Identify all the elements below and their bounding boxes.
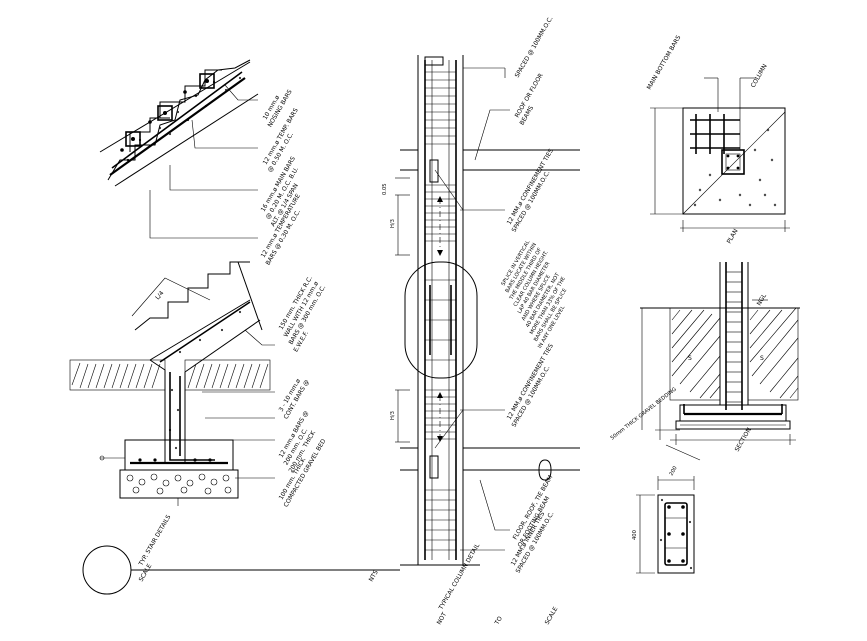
gravel-bedding-label: 50mm THICK GRAVEL BEDDING bbox=[610, 386, 678, 441]
main-bottom-bars-label: MAIN BOTTOM BARS bbox=[646, 34, 683, 91]
ties-top-label-1: 12 MM.ø CONFINEMENT TIES bbox=[506, 148, 555, 226]
stair-footing-detail: L/4 bbox=[69, 261, 336, 508]
span-mark-l4: L/4 bbox=[154, 290, 165, 302]
dim-width-200: 200 bbox=[669, 465, 679, 477]
column-section: 200 400 bbox=[632, 465, 695, 574]
column-spacing-top-label: SPACED @ 100MM.O.C. bbox=[514, 15, 555, 79]
column-not-text: NOT bbox=[436, 611, 449, 626]
column-third-top: H/3 bbox=[390, 219, 396, 228]
section-mark-right: S bbox=[760, 355, 764, 362]
stair-nts: NTS bbox=[368, 569, 380, 583]
column-to-text: TO bbox=[493, 615, 504, 627]
svg-text:12 MM.ø CONFINEMENT TIES: 12 MM.ø CONFINEMENT TIES SPACED @ 100MM.… bbox=[504, 146, 563, 233]
ties-bottom-label-1: 12 MM.ø CONFINEMENT TIES bbox=[506, 343, 555, 421]
column-detail: 0.05 H/3 H/3 SPACED @ 100MM.O.C. ROOF OR… bbox=[382, 15, 588, 627]
dim-height-400: 400 bbox=[632, 530, 638, 540]
column-title: TYPICAL COLUMN DETAIL bbox=[437, 542, 481, 612]
column-scale-text: SCALE bbox=[544, 606, 560, 626]
svg-text:SPLICE IN VERTICAL BARS: SPLICE IN VERTICAL BARS LOCATE WITHIN TH… bbox=[483, 237, 588, 350]
svg-text:150 mm. THICK R.C. WALL: 150 mm. THICK R.C. WALL WITH 12 mm.ø BAR… bbox=[272, 273, 336, 353]
column-pointer-label: COLUMN bbox=[750, 63, 769, 89]
column-dim-top: 0.05 bbox=[382, 183, 388, 195]
stair-title: TYP. STAIR DETAILS bbox=[137, 514, 172, 568]
section-mark-left: S bbox=[688, 355, 692, 362]
footing-plan-title: PLAN bbox=[726, 228, 740, 245]
footing-plan: MAIN BOTTOM BARS COLUMN PLAN bbox=[646, 34, 790, 245]
svg-text:12 MM.ø CONFINEMENT TIES: 12 MM.ø CONFINEMENT TIES SPACED @ 100MM.… bbox=[504, 341, 563, 428]
ngl-label: NGL bbox=[756, 292, 769, 307]
stair-nosing-detail: 10 mm.ø NOSING BARS 12 mm.ø TEMP. BARS @… bbox=[99, 59, 302, 266]
column-third-bottom: H/3 bbox=[390, 411, 396, 420]
stair-title-block: TYP. STAIR DETAILS SCALE NTS bbox=[82, 514, 400, 595]
footing-section: S S NGL SECTION 50mm THICK GRAVEL BEDDIN… bbox=[610, 262, 800, 461]
